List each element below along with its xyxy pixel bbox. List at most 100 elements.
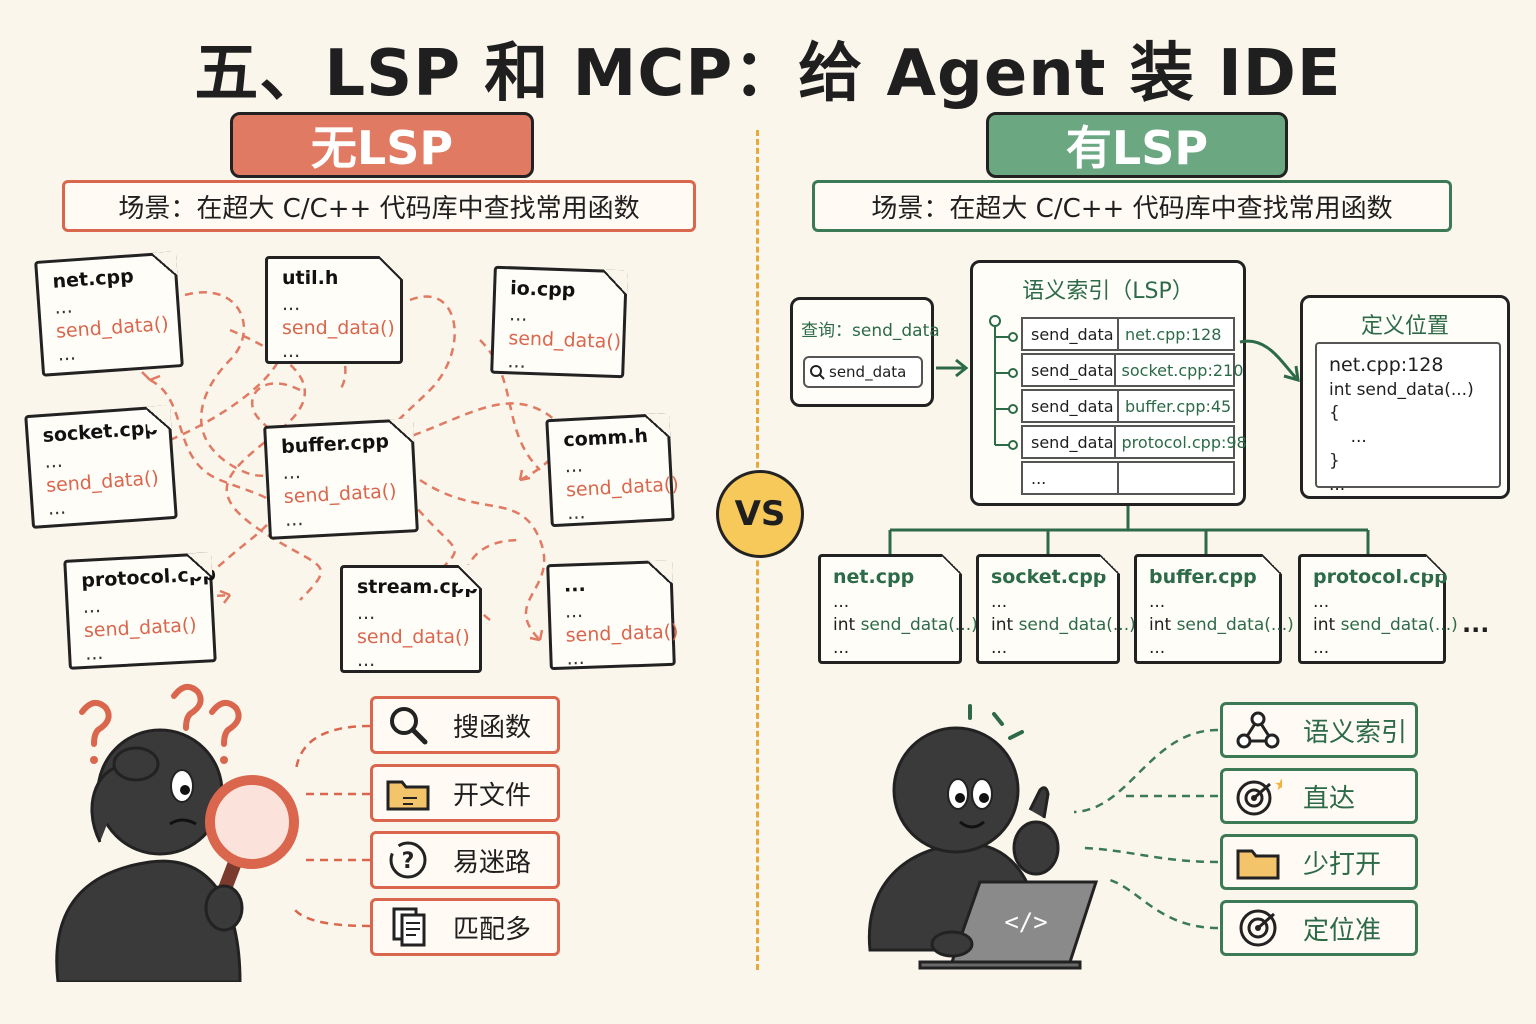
file-ellipsis: ... <box>282 292 301 315</box>
index-location: protocol.cpp:98 <box>1121 432 1247 452</box>
index-title: 语义索引（LSP） <box>1022 279 1194 304</box>
action-direct-reach: ★ 直达 <box>1220 768 1418 824</box>
confused-person-illustration <box>55 683 299 982</box>
svg-text:★: ★ <box>1274 775 1282 794</box>
file-card: buffer.cpp ... send_data() ... <box>263 418 419 540</box>
file-name: stream.cpp <box>357 576 478 598</box>
happy-person-illustration: </> <box>867 704 1099 970</box>
file-card: ... ... send_data() ... <box>546 559 679 671</box>
file-ellipsis: ... <box>991 637 1008 658</box>
query-input-value: send_data <box>829 363 907 381</box>
action-label: 匹配多 <box>453 914 532 945</box>
action-label: 定位准 <box>1303 915 1382 946</box>
file-func: send_data(...) <box>1176 614 1294 635</box>
file-card: buffer.cpp ... int send_data(...) ... <box>1134 554 1294 664</box>
file-ellipsis: ... <box>357 601 376 624</box>
query-search-box[interactable]: send_data <box>803 356 923 388</box>
index-row: send_data buffer.cpp:45 <box>1021 389 1235 423</box>
action-label: 语义索引 <box>1303 717 1408 748</box>
file-name: util.h <box>282 267 339 289</box>
action-search-function: 搜函数 <box>370 696 560 754</box>
right-scenario: 场景：在超大 C/C++ 代码库中查找常用函数 <box>812 180 1452 232</box>
definition-panel: 定义位置 net.cpp:128 int send_data(...) { ..… <box>1300 295 1510 499</box>
file-name: protocol.cpp <box>80 562 217 593</box>
index-key: send_data <box>1023 391 1119 421</box>
file-ellipsis: ... <box>566 501 586 525</box>
documents-icon <box>373 901 443 953</box>
index-row: send_data net.cpp:128 <box>1021 317 1235 351</box>
action-label: 直达 <box>1303 783 1356 814</box>
file-ellipsis: ... <box>357 649 376 672</box>
code-line: net.cpp:128 <box>1329 354 1444 376</box>
file-card: io.cpp ... send_data() ... <box>490 265 628 379</box>
file-card: stream.cpp ... send_data() ... <box>340 565 482 673</box>
file-name: socket.cpp <box>991 566 1107 588</box>
index-key: send_data <box>1023 427 1116 457</box>
file-card: socket.cpp ... int send_data(...) ... <box>976 554 1136 664</box>
question-marks-icon <box>79 683 242 747</box>
search-icon <box>810 365 825 380</box>
index-row: ... <box>1021 461 1235 495</box>
file-ellipsis: ... <box>833 591 850 612</box>
file-ellipsis: ... <box>566 647 586 670</box>
folder-icon <box>373 767 443 819</box>
file-return-type: int <box>1313 614 1341 635</box>
svg-text:</>: </> <box>1004 908 1047 936</box>
file-ellipsis: ... <box>508 303 528 326</box>
left-banner: 无LSP <box>230 112 534 178</box>
file-ellipsis: ... <box>282 340 301 363</box>
magnifier-icon <box>373 699 443 751</box>
graph-nodes-icon <box>1223 704 1293 756</box>
query-label: 查询：send_data <box>801 321 940 341</box>
right-action-connectors <box>1073 728 1219 930</box>
lost-question-icon: ? <box>373 834 443 886</box>
file-func: send_data() <box>357 625 470 648</box>
file-ellipsis: ... <box>1149 591 1166 612</box>
file-name: buffer.cpp <box>1149 566 1257 588</box>
file-card: util.h ... send_data() ... <box>265 256 403 364</box>
file-card: protocol.cpp ... send_data() ... <box>63 552 217 670</box>
action-semantic-index: 语义索引 <box>1220 702 1418 758</box>
file-card: net.cpp ... send_data() ... <box>34 251 184 377</box>
file-ellipsis: ... <box>833 637 850 658</box>
action-label: 开文件 <box>453 780 532 811</box>
action-label: 少打开 <box>1303 849 1382 880</box>
file-name: protocol.cpp <box>1313 566 1448 588</box>
curved-arrow-icon <box>1239 339 1300 383</box>
right-banner: 有LSP <box>986 112 1288 178</box>
query-panel: 查询：send_data send_data <box>790 297 940 407</box>
file-func: send_data(...) <box>1018 614 1136 635</box>
semantic-index-panel: 语义索引（LSP） send_data net.cpp:128 send_dat… <box>970 260 1247 506</box>
folded-corner <box>1426 554 1446 574</box>
file-ellipsis: ... <box>507 350 527 374</box>
file-ellipsis: ... <box>991 591 1008 612</box>
code-line: ... <box>1329 474 1346 495</box>
file-card: protocol.cpp ... int send_data(...) ... <box>1298 554 1458 664</box>
file-card: net.cpp ... int send_data(...) ... <box>818 554 978 664</box>
action-easy-lost: ? 易迷路 <box>370 831 560 889</box>
file-func: send_data() <box>508 326 622 353</box>
index-location: socket.cpp:210 <box>1121 360 1244 380</box>
folded-corner <box>645 412 671 439</box>
index-location <box>1119 463 1233 493</box>
laptop-icon: </> <box>918 880 1099 970</box>
action-open-file: 开文件 <box>370 764 560 822</box>
file-name: io.cpp <box>509 277 576 302</box>
file-ellipsis: ... <box>564 599 584 623</box>
folded-corner <box>151 251 178 277</box>
action-many-matches: 匹配多 <box>370 898 560 956</box>
svg-text:?: ? <box>402 849 415 874</box>
file-func: send_data() <box>565 472 680 501</box>
folded-corner <box>379 256 403 280</box>
definition-title: 定义位置 <box>1360 314 1449 339</box>
file-func: send_data(...) <box>1340 614 1458 635</box>
action-open-less: 少打开 <box>1220 834 1418 890</box>
file-ellipsis: ... <box>1313 637 1330 658</box>
left-scenario: 场景：在超大 C/C++ 代码库中查找常用函数 <box>62 180 696 232</box>
folded-corner <box>648 559 673 585</box>
tree-branch-icon <box>989 315 1018 450</box>
folded-corner <box>388 418 415 444</box>
target-icon <box>1223 902 1293 954</box>
code-line: ... <box>1329 427 1367 448</box>
file-ellipsis: ... <box>1313 591 1330 612</box>
